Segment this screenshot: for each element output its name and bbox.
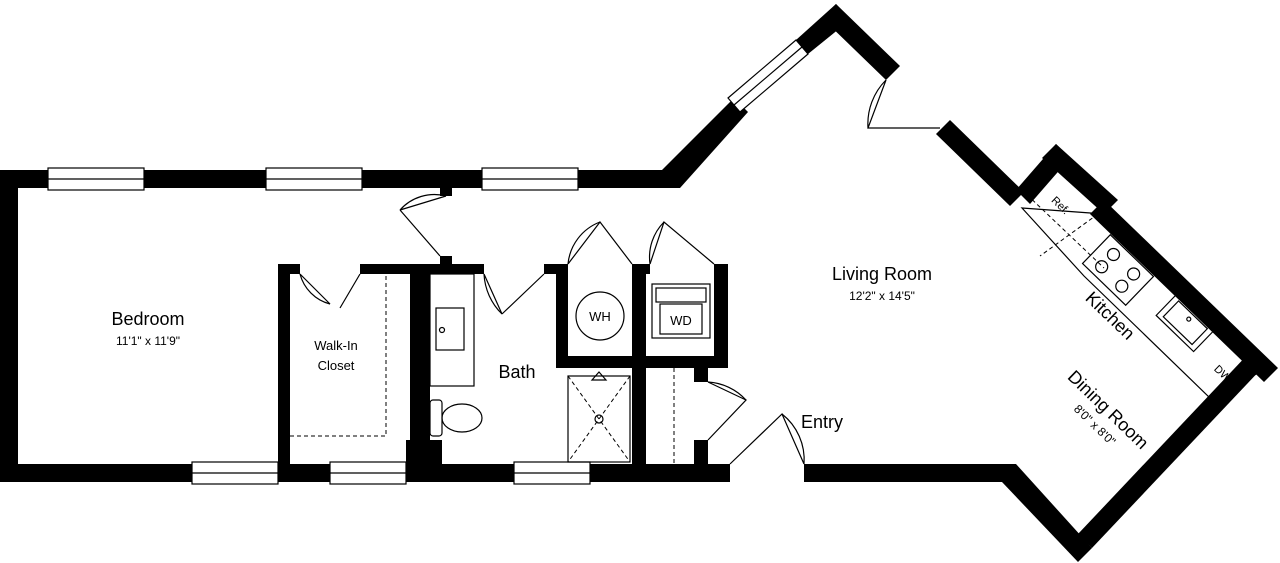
toilet xyxy=(441,403,483,433)
stove xyxy=(1081,233,1155,307)
doors xyxy=(299,79,940,465)
windows xyxy=(47,39,809,485)
shower xyxy=(567,375,631,463)
living-room-label: Living Room xyxy=(832,264,932,284)
interior-walls xyxy=(278,186,728,480)
water-heater xyxy=(575,291,625,341)
bedroom-label: Bedroom xyxy=(111,309,184,329)
refrigerator-label: Ref. xyxy=(1049,195,1072,218)
closet-label-line1: Walk-In xyxy=(314,338,358,353)
washer-dryer-label: WD xyxy=(670,313,692,328)
entry-label: Entry xyxy=(801,412,843,432)
kitchen-label: Kitchen xyxy=(1082,288,1139,344)
closet-label-line2: Closet xyxy=(318,358,355,373)
washer-dryer xyxy=(651,283,711,339)
vanity xyxy=(429,273,475,387)
kitchen-sink xyxy=(1155,291,1217,353)
bath-fixtures xyxy=(429,273,631,463)
bedroom-dims: 11'1" x 11'9" xyxy=(116,334,180,348)
living-room-dims: 12'2" x 14'5" xyxy=(849,289,915,303)
bath-label: Bath xyxy=(498,362,535,382)
sink xyxy=(435,307,465,351)
water-heater-label: WH xyxy=(589,309,611,324)
